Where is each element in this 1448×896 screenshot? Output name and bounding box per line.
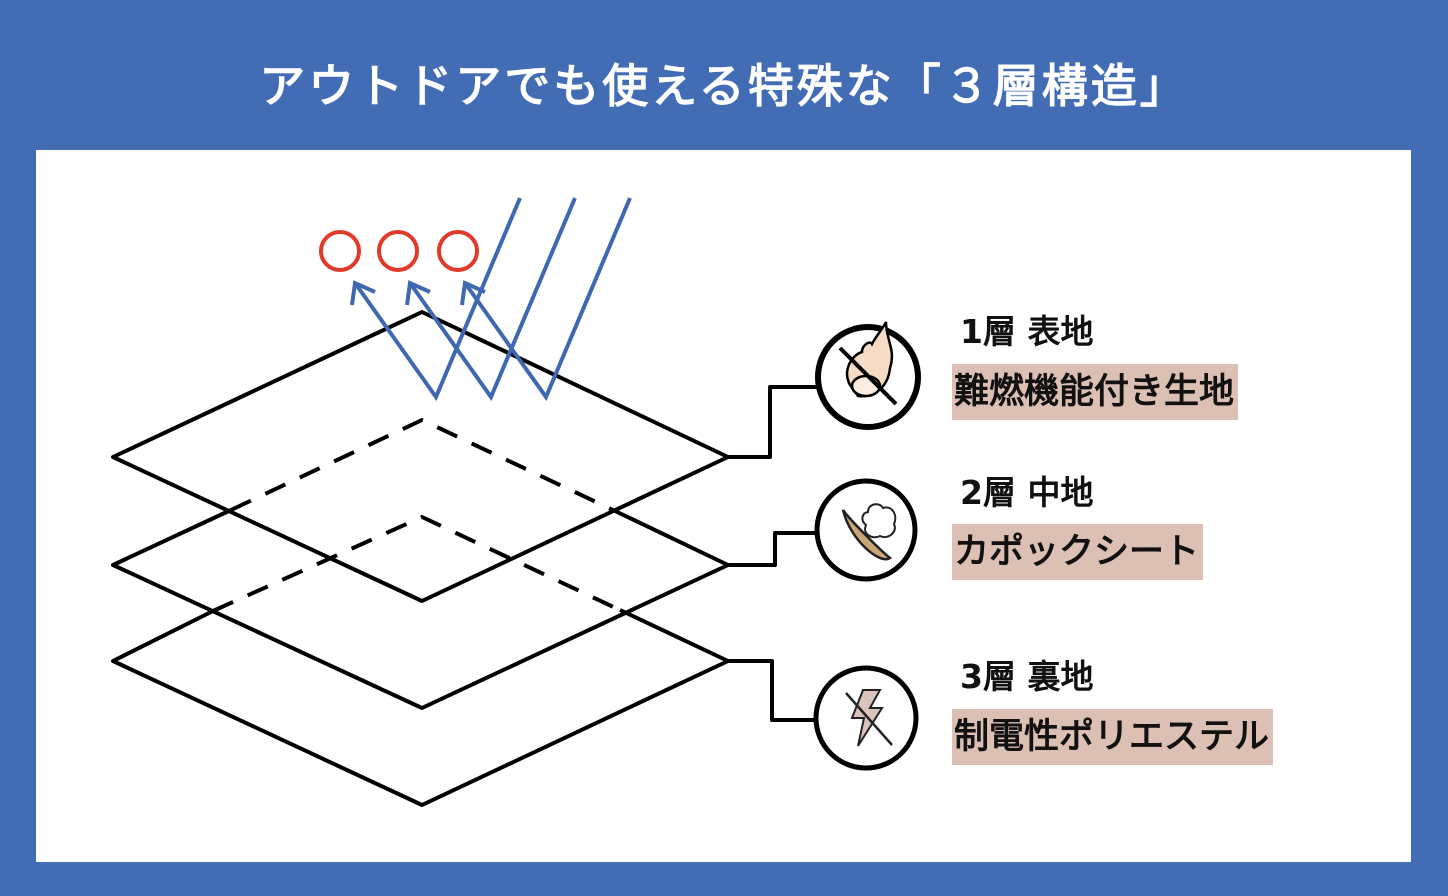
no-static-icon <box>813 665 919 771</box>
diagram-title: アウトドアでも使える特殊な「３層構造」 <box>259 59 1189 113</box>
layer-2-diamond <box>111 418 730 710</box>
layer-3-material: 制電性ポリエステル <box>952 709 1274 765</box>
layer-1-title: 1層 表地 <box>960 312 1094 351</box>
reflection-arrow <box>405 197 577 402</box>
layer-1-diamond <box>111 310 730 603</box>
layer-1-material: 難燃機能付き生地 <box>952 364 1239 420</box>
ok-circle-mark <box>319 230 361 272</box>
layer-3-title: 3層 裏地 <box>960 657 1094 696</box>
connector-1 <box>728 385 818 459</box>
layer-2-material: カポックシート <box>952 524 1204 580</box>
connector-2 <box>728 531 818 567</box>
ok-circle-mark <box>377 230 419 272</box>
no-fire-icon <box>815 321 921 430</box>
reflection-arrow <box>460 197 632 402</box>
connector-3 <box>728 659 818 722</box>
ok-circle-mark <box>437 230 479 272</box>
layer-2-title: 2層 中地 <box>960 473 1094 512</box>
reflection-arrow <box>350 197 522 402</box>
layer-3-diamond <box>111 515 730 807</box>
kapok-icon <box>814 478 918 582</box>
